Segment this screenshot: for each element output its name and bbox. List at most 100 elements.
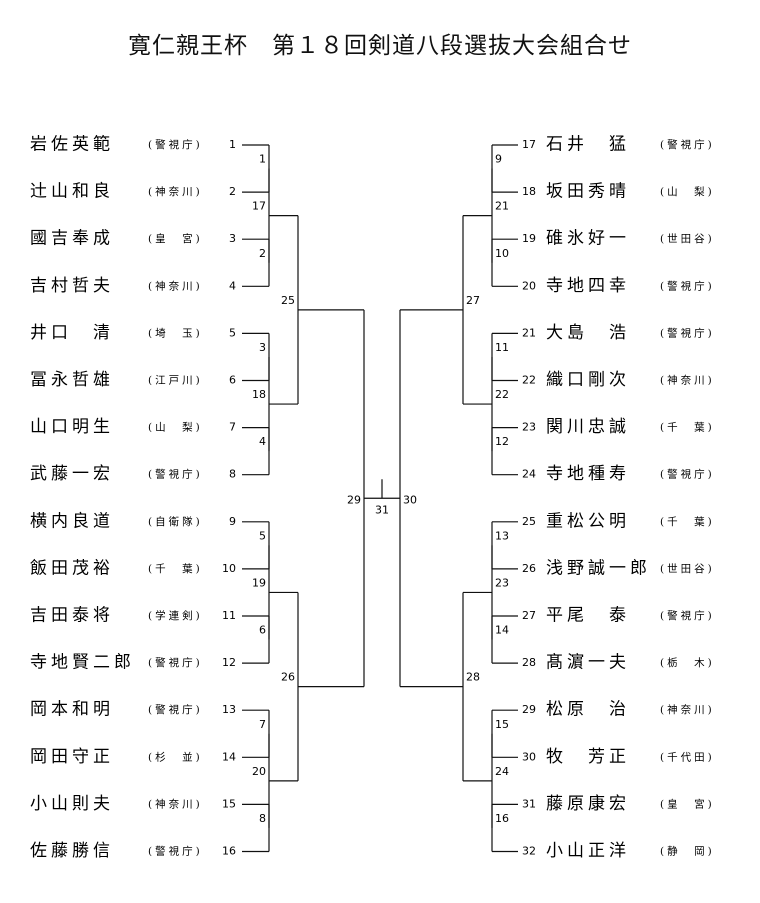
player-seed: 16 — [222, 845, 236, 858]
player-seed: 31 — [522, 797, 536, 810]
match-number: 19 — [252, 576, 266, 589]
player-affiliation: (世田谷) — [660, 233, 715, 245]
player-name: 井口 清 — [30, 323, 114, 343]
player-name: 岡田守正 — [30, 747, 114, 767]
player-name: 辻山和良 — [30, 182, 114, 202]
player-name: 飯田茂裕 — [30, 558, 114, 578]
match-number: 15 — [495, 718, 509, 731]
player-seed: 17 — [522, 138, 536, 151]
player-seed: 13 — [222, 703, 236, 716]
player-affiliation: (警視庁) — [148, 468, 203, 481]
match-number: 2 — [259, 247, 266, 260]
match-number: 23 — [495, 576, 509, 589]
match-number: 14 — [495, 624, 509, 637]
player-affiliation: (警視庁) — [660, 609, 715, 622]
player-affiliation: (警視庁) — [660, 326, 715, 339]
match-number: 11 — [495, 341, 509, 354]
player-seed: 32 — [522, 845, 536, 858]
match-number: 10 — [495, 247, 509, 260]
player-affiliation: (学連剣) — [148, 609, 203, 622]
player-seed: 5 — [229, 326, 236, 339]
match-number: 9 — [495, 153, 502, 166]
player-seed: 12 — [222, 656, 236, 669]
player-name: 岩佐英範 — [30, 135, 114, 155]
player-affiliation: (神奈川) — [148, 797, 203, 810]
match-number: 25 — [281, 294, 295, 307]
player-seed: 25 — [522, 515, 536, 528]
player-name: 寺地四幸 — [546, 276, 630, 296]
player-affiliation: (山 梨) — [148, 421, 203, 434]
player-seed: 6 — [229, 374, 236, 387]
player-name: 関川忠誠 — [546, 417, 630, 437]
match-number: 24 — [495, 765, 509, 778]
match-number: 16 — [495, 812, 509, 825]
player-seed: 8 — [229, 468, 236, 481]
player-name: 髙濵一夫 — [546, 653, 630, 673]
player-name: 武藤一宏 — [30, 464, 114, 484]
player-affiliation: (静 岡) — [660, 845, 715, 858]
match-number: 4 — [259, 435, 266, 448]
match-number: 8 — [259, 812, 266, 825]
player-seed: 24 — [522, 468, 536, 481]
player-affiliation: (山 梨) — [660, 185, 715, 198]
match-number: 7 — [259, 718, 266, 731]
player-seed: 10 — [222, 562, 236, 575]
player-name: 織口剛次 — [546, 370, 630, 390]
match-number: 26 — [281, 671, 295, 684]
player-name: 坂田秀晴 — [546, 182, 630, 202]
player-seed: 14 — [222, 750, 236, 763]
player-affiliation: (警視庁) — [660, 138, 715, 151]
player-affiliation: (神奈川) — [148, 185, 203, 198]
player-seed: 1 — [229, 138, 236, 151]
player-seed: 20 — [522, 279, 536, 292]
player-seed: 21 — [522, 326, 536, 339]
player-affiliation: (神奈川) — [660, 374, 715, 387]
match-number: 3 — [259, 341, 266, 354]
player-seed: 22 — [522, 374, 536, 387]
player-affiliation: (警視庁) — [148, 656, 203, 669]
player-name: 石井 猛 — [546, 135, 630, 155]
player-name: 平尾 泰 — [546, 606, 630, 626]
player-seed: 7 — [229, 421, 236, 434]
player-affiliation: (江戸川) — [148, 375, 203, 387]
player-affiliation: (警視庁) — [660, 468, 715, 481]
player-seed: 26 — [522, 562, 536, 575]
match-number: 20 — [252, 765, 266, 778]
player-name: 碓氷好一 — [546, 229, 630, 249]
player-affiliation: (警視庁) — [148, 703, 203, 716]
player-affiliation: (栃 木) — [660, 656, 715, 669]
player-name: 冨永哲雄 — [30, 370, 114, 390]
match-number: 12 — [495, 435, 509, 448]
player-name: 小山正洋 — [546, 841, 630, 861]
match-number: 29 — [347, 493, 361, 506]
player-seed: 30 — [522, 750, 536, 763]
player-affiliation: (神奈川) — [148, 279, 203, 292]
match-number: 6 — [259, 624, 266, 637]
match-number: 18 — [252, 388, 266, 401]
player-name: 寺地賢二郎 — [30, 653, 135, 673]
player-affiliation: (自衛隊) — [148, 515, 203, 528]
player-name: 重松公明 — [546, 511, 630, 531]
player-affiliation: (警視庁) — [148, 845, 203, 858]
player-affiliation: (警視庁) — [660, 279, 715, 292]
match-number: 31 — [375, 503, 389, 516]
player-seed: 28 — [522, 656, 536, 669]
player-affiliation: (千 葉) — [148, 562, 203, 575]
player-name: 岡本和明 — [30, 700, 114, 720]
page-title: 寛仁親王杯 第１８回剣道八段選抜大会組合せ — [128, 33, 632, 59]
match-number: 27 — [466, 294, 480, 307]
player-name: 國吉奉成 — [30, 229, 114, 249]
player-seed: 4 — [229, 279, 236, 292]
player-seed: 15 — [222, 797, 236, 810]
player-name: 吉田泰将 — [30, 606, 114, 626]
match-number: 28 — [466, 671, 480, 684]
player-name: 浅野誠一郎 — [546, 558, 651, 578]
player-name: 横内良道 — [30, 511, 114, 531]
player-seed: 11 — [222, 609, 236, 622]
player-name: 寺地種寿 — [546, 464, 630, 484]
match-number: 22 — [495, 388, 509, 401]
player-seed: 23 — [522, 421, 536, 434]
player-affiliation: (神奈川) — [660, 703, 715, 716]
player-name: 佐藤勝信 — [30, 841, 114, 861]
